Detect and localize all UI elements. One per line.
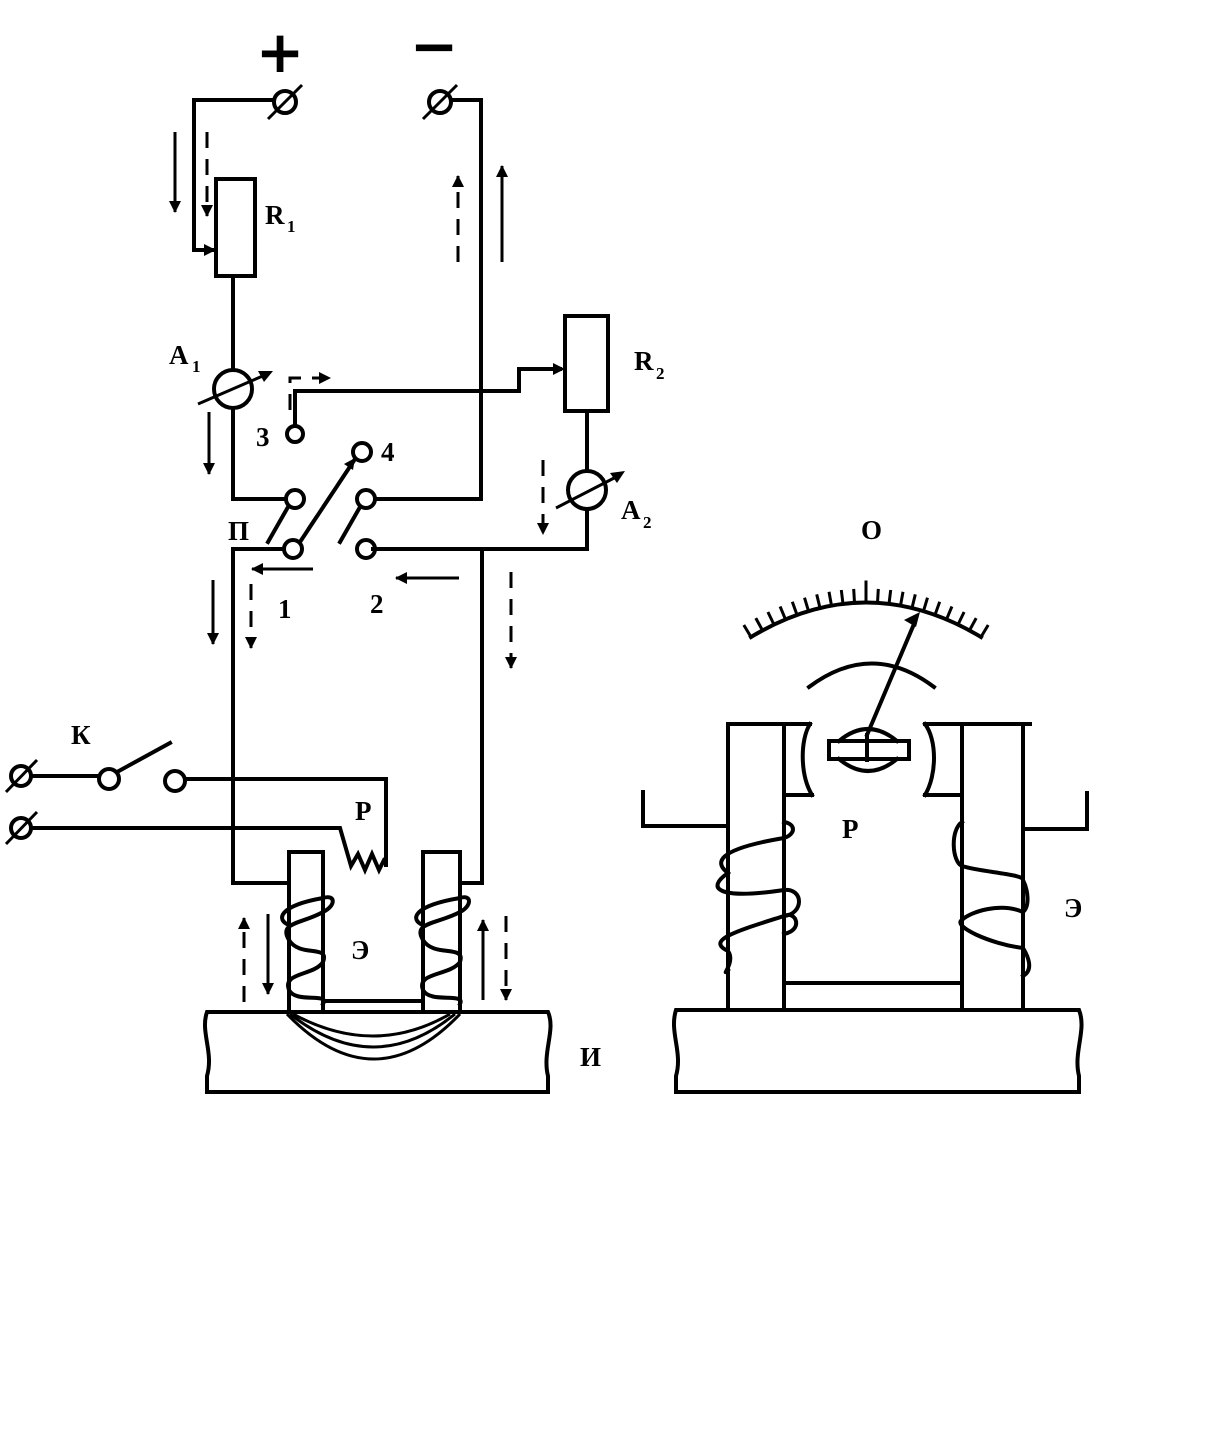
ammeter-a1 (197, 368, 273, 410)
workpiece-left (202, 1010, 553, 1094)
label-contact-1: 1 (278, 594, 292, 624)
label-electromagnet-right: Э (1064, 893, 1082, 923)
plus-sign: + (256, 18, 305, 86)
switch-contact-upper-right (355, 488, 377, 510)
label-a1: A (169, 340, 189, 370)
switch-contact-upper-left (284, 488, 306, 510)
magnet-core-right (726, 721, 1032, 1012)
switch-blade-right (337, 504, 363, 545)
key-k-blade (114, 740, 173, 775)
coil-right (951, 819, 1032, 979)
resistor-r1 (214, 177, 257, 278)
contact-4 (351, 441, 373, 463)
key-k-contact-right (163, 769, 187, 793)
bracket-right (1021, 791, 1089, 831)
label-scale: О (861, 515, 882, 545)
resistor-r2 (563, 314, 610, 413)
armature (827, 727, 911, 773)
circuit-schematic: + − R 1 A 1 3 R 2 (4, 12, 665, 1094)
label-r2-sub: 2 (656, 364, 665, 383)
electromagnet-left (280, 850, 471, 1014)
label-contact-4: 4 (381, 437, 395, 467)
ammeter-a2 (555, 469, 625, 511)
label-contact-2: 2 (370, 589, 384, 619)
label-workpiece: И (580, 1042, 601, 1072)
label-relay-p-left: Р (355, 796, 372, 826)
label-a2-sub: 2 (643, 513, 652, 532)
inner-arc (806, 661, 937, 690)
key-k-contact-left (97, 767, 121, 791)
label-switch-p: П (228, 516, 249, 546)
label-a2: A (621, 495, 641, 525)
label-key-k: К (71, 720, 91, 750)
contact-3 (285, 424, 305, 444)
switch-blade-lower (265, 504, 291, 545)
label-r2: R (634, 346, 654, 376)
bracket-left (641, 790, 730, 828)
scale-arc (742, 580, 990, 640)
label-relay-p-right: Р (842, 814, 859, 844)
label-r1: R (265, 200, 285, 230)
workpiece-right (671, 1008, 1084, 1094)
label-contact-3: 3 (256, 422, 270, 452)
minus-sign: − (410, 12, 459, 80)
label-a1-sub: 1 (192, 357, 201, 376)
coil-left (715, 819, 801, 974)
instrument-view: О (641, 515, 1089, 1094)
current-arrows (169, 132, 549, 1002)
label-r1-sub: 1 (287, 217, 296, 236)
wire-minus (373, 98, 483, 501)
label-electromagnet-left: Э (351, 935, 369, 965)
